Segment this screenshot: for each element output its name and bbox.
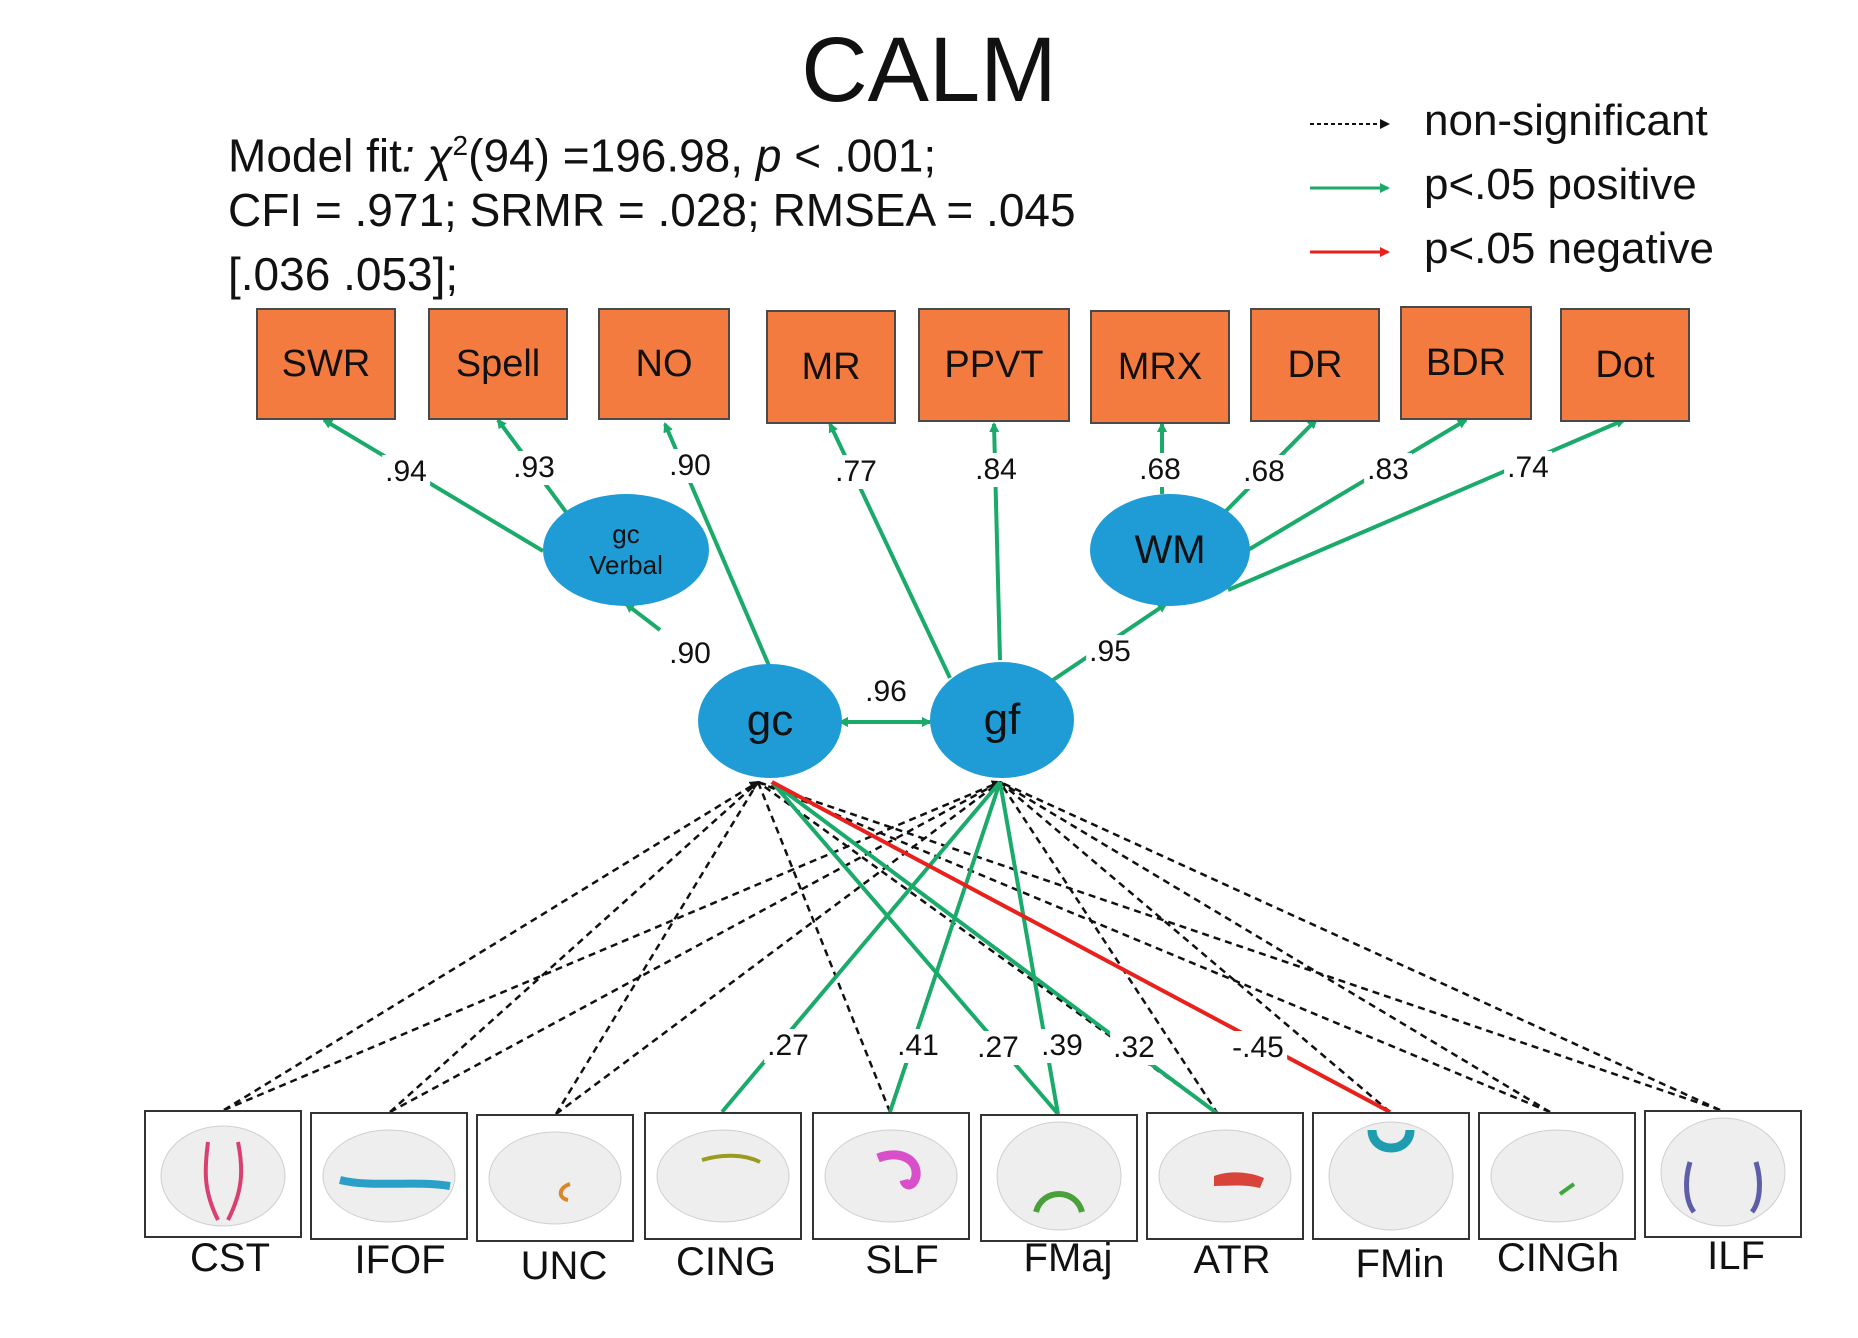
brain-fmaj — [980, 1114, 1138, 1242]
ifof-tract-image — [322, 1129, 456, 1223]
brain-unc — [476, 1114, 634, 1242]
tract-label-cingh: CINGh — [1496, 1236, 1620, 1280]
tract-label-cst: CST — [190, 1236, 270, 1280]
coef-no: .90 — [666, 449, 714, 483]
coef-gc-gf: .96 — [862, 675, 910, 709]
tract-label-ifof: IFOF — [354, 1238, 446, 1282]
fmaj-tract-image — [996, 1121, 1122, 1231]
latent-gc-verbal-line1: gc — [612, 519, 640, 549]
tract-label-ilf: ILF — [1707, 1234, 1765, 1278]
tract-label-fmaj: FMaj — [1023, 1236, 1113, 1280]
latent-gc-verbal-line2: Verbal — [589, 550, 663, 580]
coef-wm: .95 — [1086, 635, 1134, 669]
chi-symbol: χ — [427, 129, 453, 182]
tract-label-cing: CING — [676, 1240, 776, 1284]
model-fit-chi-value: (94) =196.98, — [468, 129, 756, 182]
fmin-tract-image — [1328, 1121, 1454, 1231]
ilf-tract-image — [1660, 1117, 1786, 1227]
legend-nonsignificant-label: non-significant — [1424, 96, 1708, 145]
latent-gc-verbal: gc Verbal — [543, 494, 709, 606]
coef-slf: .41 — [894, 1029, 942, 1063]
coef-dr: .68 — [1240, 455, 1288, 489]
coef-swr: .94 — [382, 455, 430, 489]
brain-cing — [644, 1112, 802, 1240]
legend-negative-label: p<.05 negative — [1424, 224, 1714, 273]
observed-no: NO — [598, 308, 730, 420]
nonsig-paths-gf — [223, 780, 1721, 1116]
latent-gf: gf — [930, 662, 1074, 778]
cingh-tract-image — [1490, 1129, 1624, 1223]
brain-fmin — [1312, 1112, 1470, 1240]
coef-dot: .74 — [1504, 451, 1552, 485]
coef-spell: .93 — [510, 451, 558, 485]
observed-bdr: BDR — [1400, 306, 1532, 420]
legend-positive-label: p<.05 positive — [1424, 160, 1697, 209]
coef-bdr: .83 — [1364, 453, 1412, 487]
brain-slf — [812, 1112, 970, 1240]
chi-superscript: 2 — [452, 130, 469, 161]
model-fit-line-1: Model fit: χ2(94) =196.98, p < .001; — [228, 116, 936, 185]
coef-atr: .32 — [1110, 1031, 1158, 1065]
model-fit-prefix: Model fit — [228, 129, 402, 182]
observed-dot: Dot — [1560, 308, 1690, 422]
model-fit-line-3: [.036 .053]; — [228, 248, 459, 300]
brain-cingh — [1478, 1112, 1636, 1240]
observed-ppvt: PPVT — [918, 308, 1070, 422]
model-fit-p-value: < .001; — [781, 129, 937, 182]
p-symbol: p — [755, 129, 782, 182]
brain-ifof — [310, 1112, 468, 1240]
cing-tract-image — [656, 1129, 790, 1223]
observed-swr: SWR — [256, 308, 396, 420]
sig-negative-path-fmin — [771, 780, 1391, 1114]
tract-label-atr: ATR — [1193, 1238, 1271, 1282]
model-fit-colon: : — [401, 129, 415, 182]
coef-ppvt: .84 — [972, 453, 1020, 487]
observed-dr: DR — [1250, 308, 1380, 422]
coef-cing: .27 — [764, 1029, 812, 1063]
observed-mr: MR — [766, 310, 896, 424]
observed-spell: Spell — [428, 308, 568, 420]
unc-tract-image — [488, 1131, 622, 1225]
latent-gc: gc — [698, 664, 842, 778]
atr-tract-image — [1158, 1129, 1292, 1223]
coef-fmaj-gc: .27 — [974, 1031, 1022, 1065]
nonsig-paths-gc — [223, 780, 1721, 1116]
brain-atr — [1146, 1112, 1304, 1240]
coef-fmin: -.45 — [1229, 1031, 1287, 1065]
brain-ilf — [1644, 1110, 1802, 1238]
brain-cst — [144, 1110, 302, 1238]
cst-tract-image — [160, 1125, 286, 1227]
diagram-title: CALM — [801, 19, 1057, 121]
coef-mrx: .68 — [1136, 453, 1184, 487]
coef-mr: .77 — [832, 455, 880, 489]
slf-tract-image — [824, 1129, 958, 1223]
tract-label-unc: UNC — [520, 1244, 608, 1288]
coef-fmaj-gf: .39 — [1038, 1029, 1086, 1063]
observed-mrx: MRX — [1090, 310, 1230, 424]
latent-wm: WM — [1090, 494, 1250, 606]
coef-gc-verbal: .90 — [666, 637, 714, 671]
tract-label-fmin: FMin — [1355, 1242, 1445, 1286]
tract-label-slf: SLF — [865, 1238, 939, 1282]
model-fit-line-2: CFI = .971; SRMR = .028; RMSEA = .045 — [228, 184, 1076, 236]
